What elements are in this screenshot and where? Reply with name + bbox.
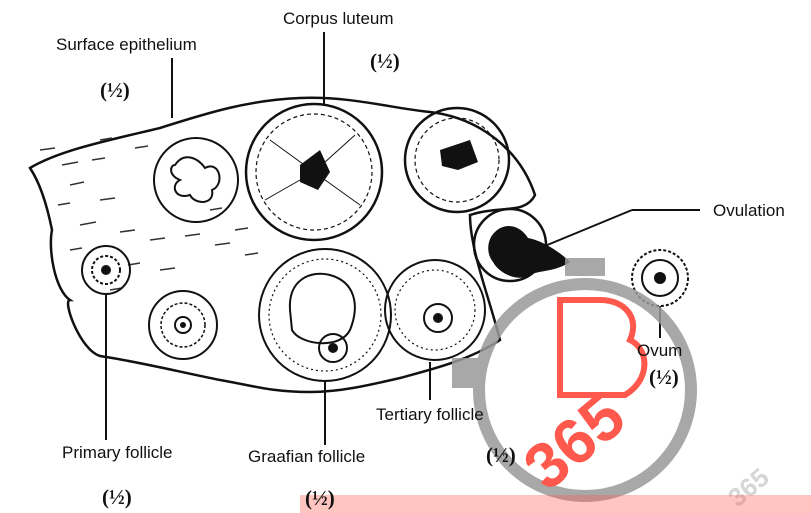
leader-lines bbox=[106, 32, 700, 445]
mark-surface-epithelium: (½) bbox=[100, 78, 130, 102]
label-primary-follicle: Primary follicle bbox=[62, 443, 173, 462]
label-ovulation: Ovulation bbox=[713, 201, 785, 220]
stroma-texture bbox=[40, 138, 258, 290]
label-tertiary-follicle: Tertiary follicle bbox=[376, 405, 484, 424]
label-graafian-follicle: Graafian follicle bbox=[248, 447, 365, 466]
tertiary-follicle-drawing bbox=[385, 260, 485, 360]
primary-follicle-drawing bbox=[82, 246, 130, 294]
label-surface-epithelium: Surface epithelium bbox=[56, 35, 197, 54]
brand-logo-icon bbox=[560, 300, 644, 395]
corpus-luteum-drawing bbox=[246, 104, 382, 240]
mark-ovum: (½) bbox=[649, 365, 679, 389]
corpus-albicans-drawing bbox=[154, 138, 238, 222]
secondary-follicle-drawing bbox=[149, 291, 217, 359]
watermark: 365 365 bbox=[300, 258, 811, 513]
label-ovum: Ovum bbox=[637, 341, 682, 360]
ovulation-drawing bbox=[474, 209, 570, 281]
label-corpus-luteum: Corpus luteum bbox=[283, 9, 394, 28]
mark-corpus-luteum: (½) bbox=[370, 49, 400, 73]
watermark-red-band bbox=[300, 495, 811, 513]
graafian-follicle-drawing bbox=[259, 249, 391, 381]
mark-tertiary-follicle: (½) bbox=[486, 443, 516, 467]
mark-primary-follicle: (½) bbox=[102, 485, 132, 509]
mark-graafian-follicle: (½) bbox=[305, 486, 335, 510]
degenerating-follicle-drawing bbox=[405, 108, 509, 212]
